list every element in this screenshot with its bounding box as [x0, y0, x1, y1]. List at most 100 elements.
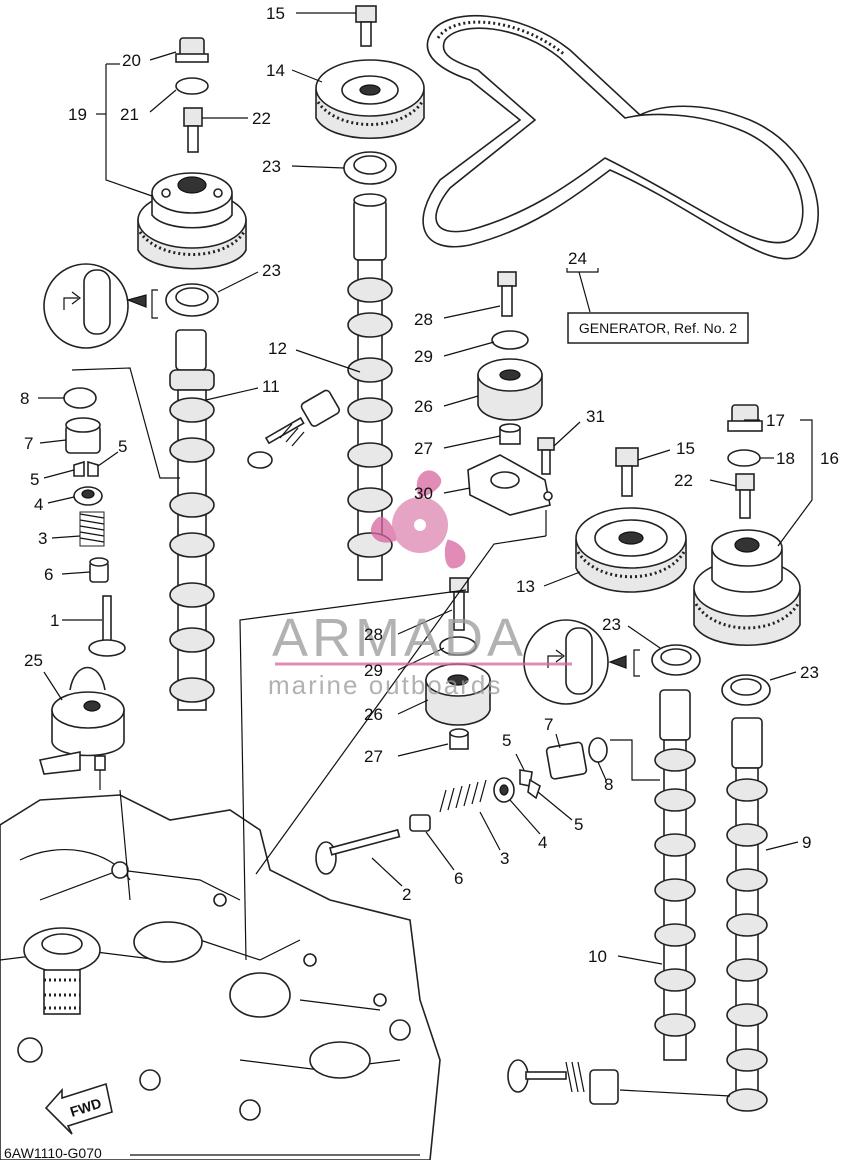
lower-shim-8[interactable]	[588, 737, 608, 763]
center-oil-seal-23[interactable]	[343, 151, 397, 185]
callout-22b: 22	[674, 471, 693, 490]
right-detail-circle	[523, 619, 640, 705]
lower-valve-2[interactable]	[315, 828, 401, 875]
callout-17: 17	[766, 411, 785, 430]
callout-25: 25	[24, 651, 43, 670]
callout-3b: 3	[500, 849, 509, 868]
left-bolt-22[interactable]	[183, 107, 203, 153]
callout-28b: 28	[364, 625, 383, 644]
left-washer-21[interactable]	[175, 77, 209, 95]
lower-idler-pulley-26[interactable]	[425, 663, 491, 726]
left-shim-8[interactable]	[63, 387, 97, 409]
bottom-valve-assembly[interactable]	[507, 1059, 619, 1105]
callout-28a: 28	[414, 310, 433, 329]
watermark-tagline: marine outboards	[268, 670, 502, 700]
callout-7b: 7	[544, 715, 553, 734]
watermark-brand: ARMADA	[272, 608, 527, 668]
callout-13: 13	[516, 577, 535, 596]
callout-5d: 5	[574, 815, 583, 834]
callout-2: 2	[402, 885, 411, 904]
left-valve-spring-3[interactable]	[79, 511, 105, 547]
callout-4a: 4	[34, 495, 43, 514]
left-oil-seal-23[interactable]	[165, 283, 219, 317]
callout-5b: 5	[118, 437, 127, 456]
callout-27b: 27	[364, 747, 383, 766]
exhaust-camshaft-10[interactable]	[654, 689, 696, 1061]
camshaft-9[interactable]	[726, 717, 768, 1112]
callout-29a: 29	[414, 347, 433, 366]
callout-1: 1	[50, 611, 59, 630]
callout-8a: 8	[20, 389, 29, 408]
callout-6a: 6	[44, 565, 53, 584]
callout-9: 9	[802, 833, 811, 852]
watermark: ARMADA marine outboards	[268, 470, 572, 700]
callout-23b: 23	[262, 261, 281, 280]
callout-12: 12	[268, 339, 287, 358]
callout-16: 16	[820, 449, 839, 468]
right-bolt-22[interactable]	[735, 473, 755, 519]
generator-reference-text: GENERATOR, Ref. No. 2	[579, 320, 737, 336]
right-cap-nut-17[interactable]	[727, 404, 763, 432]
callout-31: 31	[586, 407, 605, 426]
callout-5c: 5	[502, 731, 511, 750]
left-camshaft-pulley-19[interactable]	[137, 172, 247, 270]
callout-19: 19	[68, 105, 87, 124]
callout-8b: 8	[604, 775, 613, 794]
callout-10: 10	[588, 947, 607, 966]
leader-lines	[38, 12, 813, 1156]
lower-washer-29[interactable]	[439, 636, 477, 656]
right-camshaft-pulley-16[interactable]	[693, 529, 801, 647]
upper-collar-27[interactable]	[499, 423, 521, 445]
right-bolt-15[interactable]	[615, 447, 639, 497]
callout-15b: 15	[676, 439, 695, 458]
belt-tensioner-25[interactable]	[38, 666, 125, 775]
right-oil-seal-23a[interactable]	[651, 644, 701, 676]
lower-valve-lifter-7[interactable]	[545, 741, 588, 780]
lower-collar-27[interactable]	[449, 728, 469, 750]
callout-29b: 29	[364, 661, 383, 680]
diagram-code: 6AW1110-G070	[4, 1145, 102, 1160]
left-valve-1[interactable]	[88, 595, 126, 657]
right-oil-seal-23b[interactable]	[721, 674, 771, 706]
callout-5a: 5	[30, 470, 39, 489]
timing-belt[interactable]	[422, 14, 819, 260]
callout-26a: 26	[414, 397, 433, 416]
bracket-30[interactable]	[467, 454, 553, 516]
center-valve-assembly[interactable]	[247, 389, 341, 469]
left-camshaft-11[interactable]	[169, 329, 215, 711]
callout-18: 18	[776, 449, 795, 468]
propeller-logo-icon	[371, 470, 466, 569]
upper-washer-29[interactable]	[491, 330, 529, 350]
upper-bolt-28[interactable]	[497, 271, 517, 317]
upper-idler-pulley-26[interactable]	[477, 358, 543, 421]
callout-24: 24	[568, 249, 587, 268]
callout-6b: 6	[454, 869, 463, 888]
lower-valve-seal-6[interactable]	[409, 814, 431, 832]
left-spring-retainer-4[interactable]	[73, 486, 103, 506]
left-valve-seal-6[interactable]	[89, 557, 109, 583]
callout-15a: 15	[266, 4, 285, 23]
left-valve-cotter-5[interactable]	[73, 460, 99, 477]
bolt-31[interactable]	[537, 437, 555, 475]
callout-20: 20	[122, 51, 141, 70]
fwd-arrow: FWD	[44, 1082, 113, 1135]
center-bolt-15[interactable]	[355, 5, 377, 47]
right-camshaft-pulley-13[interactable]	[575, 507, 687, 593]
lower-valve-spring-3[interactable]	[439, 779, 487, 813]
right-washer-18[interactable]	[727, 449, 761, 467]
center-camshaft-pulley-14[interactable]	[315, 59, 425, 140]
left-valve-lifter-7[interactable]	[65, 417, 101, 454]
left-detail-circle	[43, 263, 158, 349]
generator-reference-box: GENERATOR, Ref. No. 2	[567, 312, 749, 344]
lower-valve-cotter-5[interactable]	[519, 769, 541, 800]
callout-23c: 23	[602, 615, 621, 634]
intake-camshaft-12[interactable]	[347, 193, 393, 581]
lower-spring-retainer-4[interactable]	[493, 777, 515, 803]
callout-11: 11	[262, 377, 280, 396]
left-cap-nut-20[interactable]	[175, 37, 209, 63]
callout-22a: 22	[252, 109, 271, 128]
callout-7a: 7	[24, 434, 33, 453]
callout-labels: 15 14 23 20 19 21 22 23 12 11 8 7 5 5 4 …	[4, 4, 839, 1160]
callout-26b: 26	[364, 705, 383, 724]
